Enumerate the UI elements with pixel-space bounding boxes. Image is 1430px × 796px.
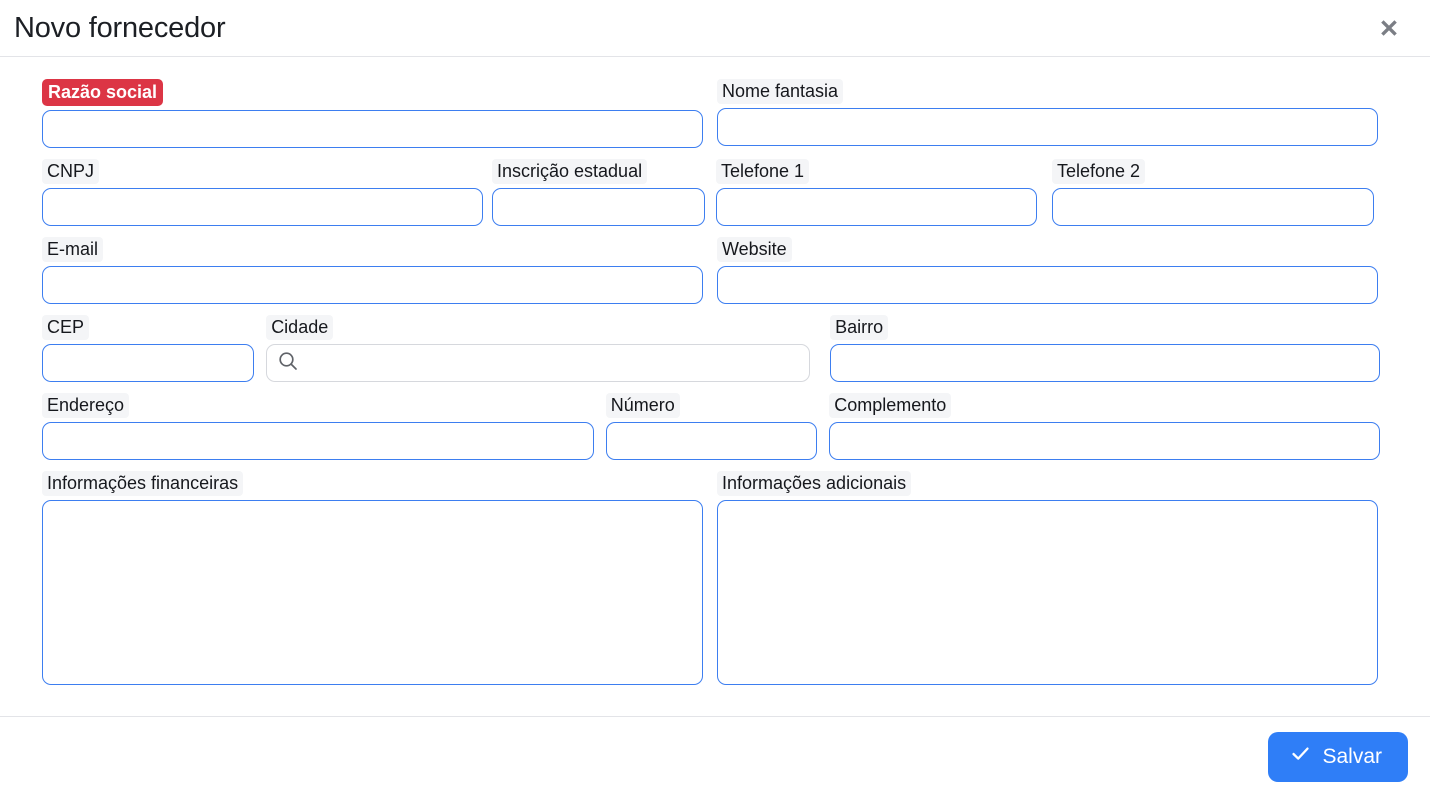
label-cidade: Cidade <box>266 315 334 340</box>
field-inscricao-estadual: Inscrição estadual <box>492 159 705 226</box>
field-website: Website <box>717 237 1378 304</box>
label-inscricao-estadual: Inscrição estadual <box>492 159 648 184</box>
input-inscricao-estadual[interactable] <box>492 188 705 226</box>
label-numero: Número <box>605 393 680 418</box>
field-complemento: Complemento <box>829 393 1380 460</box>
label-razao-social: Razão social <box>42 79 164 106</box>
label-cep: CEP <box>42 315 90 340</box>
field-telefone-1: Telefone 1 <box>716 159 1037 226</box>
close-icon <box>1376 15 1402 41</box>
field-numero: Número <box>605 393 818 460</box>
field-nome-fantasia: Nome fantasia <box>717 79 1378 146</box>
textarea-informacoes-adicionais[interactable] <box>717 500 1378 685</box>
modal-header: Novo fornecedor <box>0 0 1430 57</box>
cidade-search-box[interactable] <box>266 344 811 382</box>
form-row-address: Endereço Número Complemento <box>42 393 1380 460</box>
input-cnpj[interactable] <box>42 188 483 226</box>
input-razao-social[interactable] <box>42 110 703 148</box>
label-informacoes-adicionais: Informações adicionais <box>717 471 912 496</box>
modal-footer: Salvar <box>0 716 1430 796</box>
label-telefone-2: Telefone 2 <box>1052 159 1146 184</box>
label-telefone-1: Telefone 1 <box>716 159 810 184</box>
input-cidade[interactable] <box>307 346 800 380</box>
label-complemento: Complemento <box>829 393 952 418</box>
close-button[interactable] <box>1372 11 1406 45</box>
save-button[interactable]: Salvar <box>1268 731 1408 782</box>
search-icon <box>277 350 299 377</box>
form-row-identity: Razão social Nome fantasia <box>42 79 1380 148</box>
check-icon <box>1290 743 1311 770</box>
label-website: Website <box>717 237 792 262</box>
field-informacoes-adicionais: Informações adicionais <box>717 471 1378 685</box>
field-bairro: Bairro <box>830 315 1380 382</box>
field-informacoes-financeiras: Informações financeiras <box>42 471 703 685</box>
input-bairro[interactable] <box>830 344 1380 382</box>
label-email: E-mail <box>42 237 104 262</box>
label-bairro: Bairro <box>830 315 889 340</box>
textarea-informacoes-financeiras[interactable] <box>42 500 703 685</box>
modal-body: Razão social Nome fantasia CNPJ Inscriçã… <box>0 57 1430 716</box>
input-telefone-1[interactable] <box>716 188 1037 226</box>
input-complemento[interactable] <box>829 422 1380 460</box>
field-cnpj: CNPJ <box>42 159 483 226</box>
input-telefone-2[interactable] <box>1052 188 1374 226</box>
save-button-label: Salvar <box>1322 744 1382 768</box>
label-cnpj: CNPJ <box>42 159 100 184</box>
field-cidade: Cidade <box>266 315 811 382</box>
form-row-location: CEP Cidade Bairro <box>42 315 1380 382</box>
label-nome-fantasia: Nome fantasia <box>717 79 844 104</box>
field-razao-social: Razão social <box>42 79 703 148</box>
input-cep[interactable] <box>42 344 255 382</box>
field-endereco: Endereço <box>42 393 594 460</box>
field-telefone-2: Telefone 2 <box>1052 159 1374 226</box>
input-email[interactable] <box>42 266 703 304</box>
label-informacoes-financeiras: Informações financeiras <box>42 471 244 496</box>
field-email: E-mail <box>42 237 703 304</box>
input-endereco[interactable] <box>42 422 594 460</box>
field-cep: CEP <box>42 315 255 382</box>
form-row-contact: E-mail Website <box>42 237 1380 304</box>
form-row-notes: Informações financeiras Informações adic… <box>42 471 1380 685</box>
input-website[interactable] <box>717 266 1378 304</box>
page-title: Novo fornecedor <box>14 12 226 44</box>
label-endereco: Endereço <box>42 393 130 418</box>
input-nome-fantasia[interactable] <box>717 108 1378 146</box>
form-row-fiscal-phones: CNPJ Inscrição estadual Telefone 1 Telef… <box>42 159 1380 226</box>
input-numero[interactable] <box>605 422 818 460</box>
